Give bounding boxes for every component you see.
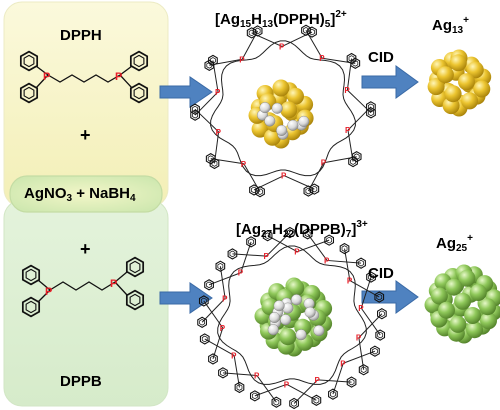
silver-atom bbox=[445, 278, 463, 296]
silver-atom bbox=[444, 85, 462, 103]
phosphorus-atom: P bbox=[241, 160, 247, 169]
plus-sign-bottom: + bbox=[80, 239, 91, 259]
hydride-atom bbox=[259, 102, 271, 114]
silver-atom bbox=[458, 269, 476, 287]
silver-atom bbox=[427, 78, 445, 96]
hydride-atom bbox=[276, 124, 288, 136]
phosphorus-atom: P bbox=[222, 294, 228, 303]
silver-atom bbox=[469, 284, 487, 301]
phosphorus-atom: P bbox=[264, 252, 270, 261]
phosphorus-atom: P bbox=[340, 359, 346, 368]
silver-atom bbox=[464, 307, 482, 324]
dpph-label: DPPH bbox=[60, 27, 102, 44]
dppb-label: DPPB bbox=[60, 373, 102, 390]
hydride-atom bbox=[291, 294, 303, 306]
silver-atom bbox=[272, 79, 290, 97]
nabh4-text: + NaBH bbox=[72, 185, 130, 202]
svg-text:P: P bbox=[43, 71, 50, 83]
phosphorus-atom: P bbox=[345, 126, 351, 135]
silver-atom bbox=[279, 328, 297, 346]
reagent-band bbox=[9, 175, 163, 213]
hydride-atom bbox=[264, 115, 276, 127]
svg-text:P: P bbox=[110, 278, 117, 290]
silver-atom bbox=[438, 301, 455, 319]
bottom-cluster-formula: [Ag27H22(DPPB)7]3+ bbox=[236, 219, 368, 240]
silver-atom bbox=[251, 120, 269, 138]
hydride-atom bbox=[271, 102, 283, 114]
phosphorus-atom: P bbox=[315, 376, 321, 385]
silver-atom bbox=[287, 87, 304, 105]
silver-atom bbox=[473, 80, 491, 98]
hydride-atom bbox=[273, 300, 285, 312]
silver-atom bbox=[449, 315, 467, 333]
phosphorus-atom: P bbox=[284, 380, 290, 389]
ag25-product-cluster bbox=[424, 264, 500, 344]
hydride-atom bbox=[295, 329, 307, 341]
phosphorus-atom: P bbox=[281, 172, 287, 181]
ag15-hydride-core bbox=[248, 79, 314, 149]
hydride-atom bbox=[313, 325, 325, 337]
phosphorus-atom: P bbox=[347, 277, 353, 286]
cid-arrow-top bbox=[361, 65, 419, 99]
nabh4-subscript: 4 bbox=[130, 193, 136, 204]
silver-atom bbox=[454, 292, 472, 310]
silver-atom bbox=[461, 92, 479, 110]
phosphorus-atom: P bbox=[324, 256, 330, 265]
silver-atom bbox=[263, 128, 281, 146]
cid-label-bottom: CID bbox=[368, 265, 394, 282]
silver-atom bbox=[458, 73, 475, 91]
ag27-hydride-core bbox=[254, 277, 333, 357]
phosphorus-atom: P bbox=[344, 86, 350, 95]
cid-arrow-bottom bbox=[361, 280, 419, 314]
phosphorus-atom: P bbox=[216, 128, 222, 137]
dpph-structure: P P bbox=[19, 50, 149, 104]
hydride-atom bbox=[287, 119, 299, 131]
phosphorus-atom: P bbox=[220, 324, 226, 333]
svg-text:P: P bbox=[115, 71, 122, 83]
hydride-atom bbox=[304, 306, 316, 318]
silver-atom bbox=[436, 66, 454, 84]
silver-atom bbox=[449, 54, 467, 72]
silver-atom bbox=[480, 312, 497, 330]
agno3-subscript: 3 bbox=[66, 193, 73, 204]
phosphorus-atom: P bbox=[254, 372, 260, 381]
silver-atom bbox=[466, 321, 484, 339]
phosphorus-atom: P bbox=[239, 55, 245, 64]
phosphorus-atom: P bbox=[238, 269, 244, 278]
phosphorus-atom: P bbox=[215, 88, 221, 97]
hydride-atom bbox=[269, 312, 281, 324]
phosphorus-atom: P bbox=[356, 334, 362, 343]
bottom-ligand-shell: P P P P P P P P P P P P P P bbox=[197, 226, 387, 410]
hydride-atom bbox=[280, 314, 292, 326]
silver-atom bbox=[430, 287, 448, 305]
silver-atom bbox=[466, 61, 484, 79]
silver-atom bbox=[280, 101, 298, 119]
phosphorus-atom: P bbox=[279, 42, 285, 51]
reagents-label: AgNO3 + NaBH4 bbox=[24, 186, 136, 204]
hydride-atom bbox=[298, 115, 310, 127]
arrow-to-bottom-cluster bbox=[159, 282, 213, 314]
ag13-product-cluster bbox=[427, 49, 492, 117]
phosphorus-atom: P bbox=[294, 248, 300, 257]
phosphorus-atom: P bbox=[321, 159, 327, 168]
ag25-label: Ag25+ bbox=[436, 233, 473, 254]
svg-text:P: P bbox=[45, 286, 52, 298]
dppb-structure: P P bbox=[21, 256, 145, 318]
phosphorus-atom: P bbox=[231, 351, 237, 360]
plus-sign-top: + bbox=[80, 125, 91, 145]
top-ligand-shell: P P P P P P P P P P bbox=[190, 24, 376, 198]
hydride-atom bbox=[267, 324, 279, 336]
silver-atom bbox=[479, 298, 497, 316]
ag13-label: Ag13+ bbox=[432, 15, 469, 36]
arrow-to-top-cluster bbox=[159, 76, 213, 108]
top-cluster-formula: [Ag15H13(DPPH)5]2+ bbox=[215, 9, 347, 30]
cid-label-top: CID bbox=[368, 49, 394, 66]
phosphorus-atom: P bbox=[358, 304, 364, 313]
phosphorus-atom: P bbox=[319, 54, 325, 63]
agno3-text: AgNO bbox=[24, 185, 67, 202]
